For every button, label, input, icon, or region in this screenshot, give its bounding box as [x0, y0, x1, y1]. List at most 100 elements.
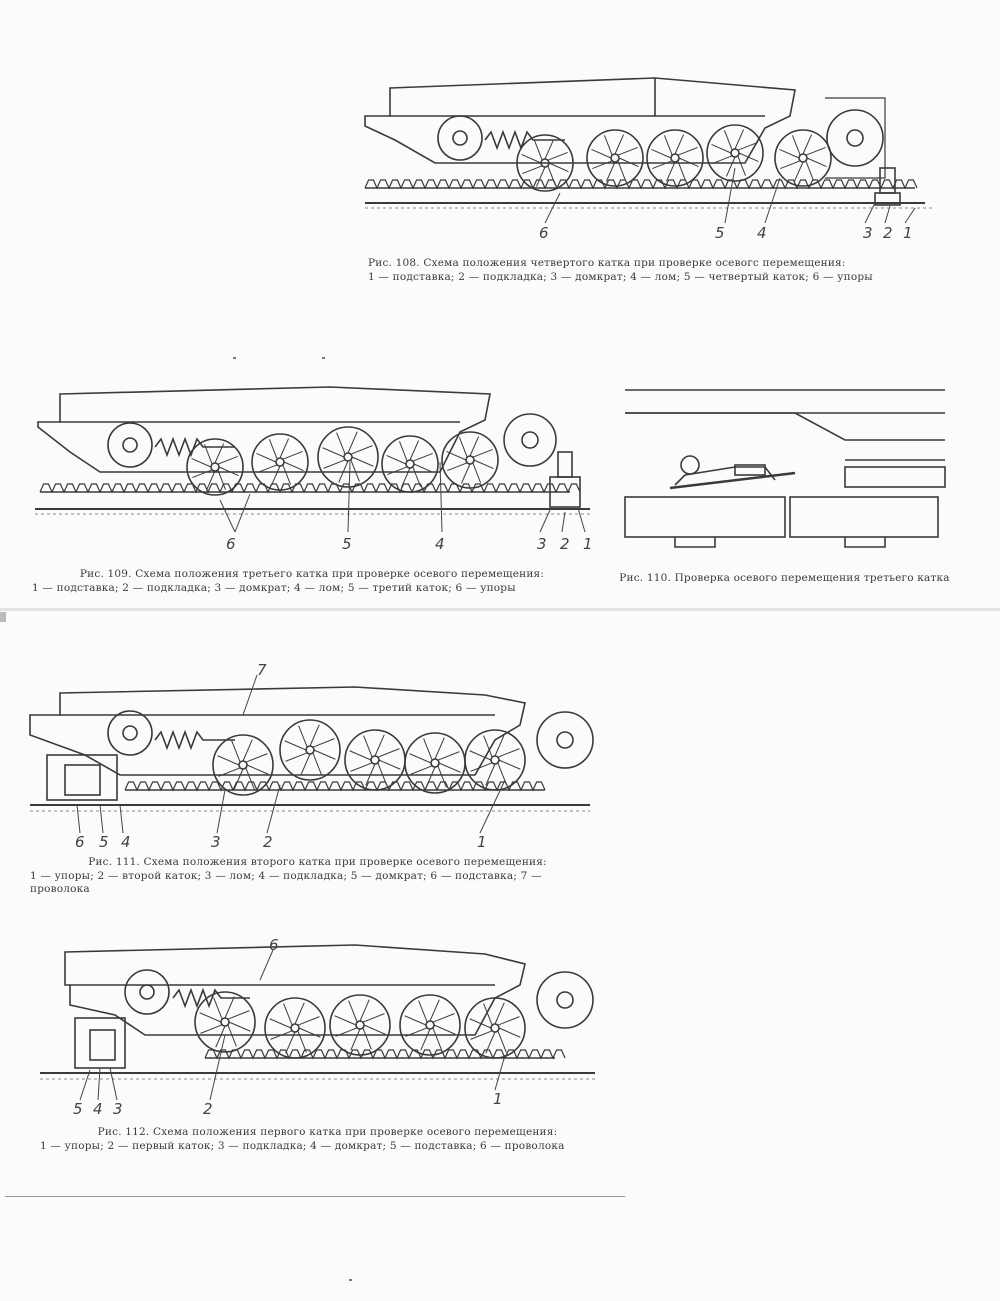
fig112-label-1: 1 — [493, 1090, 503, 1108]
fig108-label-1: 1 — [903, 224, 913, 242]
wheel-hub — [490, 1023, 500, 1033]
figure-108-drawing — [364, 77, 935, 224]
figure-112: 6 5 4 3 2 1 — [35, 936, 615, 1120]
wheel-spokes — [591, 134, 639, 182]
figure-109: 6 5 4 3 2 1 — [30, 382, 610, 557]
track-teeth — [39, 483, 581, 494]
fig112-caption-title: Рис. 112. Схема положения первого катка … — [97, 1126, 558, 1138]
fig109-label-4: 4 — [435, 535, 445, 553]
wheel-spokes — [409, 737, 461, 789]
figure-109-drawing — [35, 386, 590, 533]
track-teeth — [124, 781, 546, 792]
road-wheel — [251, 433, 309, 491]
fig108-caption-title: Рис. 108. Схема положения четвертого кат… — [368, 257, 846, 269]
wheel-spokes — [269, 1002, 321, 1054]
wheel-hub — [355, 1020, 365, 1030]
figure-108: 6 5 4 3 2 1 — [325, 68, 945, 248]
wheel-hub — [210, 462, 220, 472]
wheel-spokes — [711, 129, 759, 177]
fig111-label-4: 4 — [121, 833, 131, 851]
road-wheel — [586, 129, 644, 187]
road-wheel — [344, 729, 406, 791]
fig112-label-2: 2 — [203, 1100, 213, 1118]
fig109-label-1: 1 — [583, 535, 593, 553]
wheel-hub — [490, 755, 500, 765]
wheel-hub — [798, 153, 808, 163]
road-wheel — [441, 431, 499, 489]
scan-band-rule — [0, 608, 1000, 611]
road-wheel — [317, 426, 379, 488]
fig112-label-3: 3 — [113, 1100, 123, 1118]
road-wheel — [516, 134, 574, 192]
road-wheel — [646, 129, 704, 187]
road-wheel — [194, 991, 256, 1053]
fig109-caption-title: Рис. 109. Схема положения третьего катка… — [79, 568, 545, 580]
wheel-hub — [730, 148, 740, 158]
road-wheel — [464, 729, 526, 791]
fig108-label-3: 3 — [863, 224, 873, 242]
road-wheel — [404, 732, 466, 794]
wheel-hub — [425, 1020, 435, 1030]
wheel-hub — [220, 1017, 230, 1027]
fig108-label-6: 6 — [539, 224, 549, 242]
wheel-spokes — [199, 996, 251, 1048]
fig112-label-5: 5 — [73, 1100, 83, 1118]
wheel-spokes — [469, 1002, 521, 1054]
wheel-spokes — [322, 431, 374, 483]
fig108-label-4: 4 — [757, 224, 767, 242]
scan-dot — [233, 357, 236, 359]
wheel-hub — [465, 455, 475, 465]
wheel-spokes — [404, 999, 456, 1051]
fig108-label-2: 2 — [883, 224, 893, 242]
track-teeth — [204, 1049, 566, 1060]
fig109-label-2: 2 — [560, 535, 570, 553]
road-wheel — [264, 997, 326, 1059]
wheel-hub — [370, 755, 380, 765]
fig112-label-6: 6 — [269, 936, 279, 954]
fig111-label-2: 2 — [263, 833, 273, 851]
wheel-hub — [290, 1023, 300, 1033]
wheel-spokes — [256, 438, 304, 486]
scan-dot — [349, 1279, 352, 1281]
fig109-label-3: 3 — [537, 535, 547, 553]
fig110-caption-title: Рис. 110. Проверка осевого перемещения т… — [619, 572, 950, 584]
wheel-hub — [610, 153, 620, 163]
road-wheel — [279, 719, 341, 781]
road-wheel — [706, 124, 764, 182]
road-wheel — [464, 997, 526, 1059]
wheel-hub — [238, 760, 248, 770]
wheel-spokes — [217, 739, 269, 791]
figure-111-caption: Рис. 111. Схема положения второго катка … — [30, 856, 605, 897]
fig109-label-5: 5 — [342, 535, 352, 553]
wheel-spokes — [284, 724, 336, 776]
figure-110-drawing — [624, 389, 946, 548]
figure-110-caption: Рис. 110. Проверка осевого перемещения т… — [612, 572, 957, 586]
fig111-label-7: 7 — [257, 661, 267, 679]
fig109-caption-legend: 1 — подставка; 2 — подкладка; 3 — домкра… — [32, 581, 516, 594]
fig111-label-5: 5 — [99, 833, 109, 851]
road-wheel — [774, 129, 832, 187]
page-divider-rule — [5, 1196, 625, 1197]
wheel-spokes — [191, 443, 239, 491]
wheel-spokes — [446, 436, 494, 484]
figure-112-caption: Рис. 112. Схема положения первого катка … — [40, 1126, 615, 1153]
wheel-hub — [430, 758, 440, 768]
fig111-label-1: 1 — [477, 833, 487, 851]
fig111-label-6: 6 — [75, 833, 85, 851]
figure-108-caption: Рис. 108. Схема положения четвертого кат… — [368, 257, 948, 284]
figure-111-drawing — [29, 674, 594, 834]
fig112-label-4: 4 — [93, 1100, 103, 1118]
figure-111: 7 6 5 4 3 2 1 — [25, 661, 605, 851]
wheel-spokes — [386, 440, 434, 488]
figure-109-caption: Рис. 109. Схема положения третьего катка… — [32, 568, 592, 595]
road-wheel — [212, 734, 274, 796]
road-wheel — [329, 994, 391, 1056]
wheel-hub — [305, 745, 315, 755]
fig108-label-5: 5 — [715, 224, 725, 242]
figure-110 — [615, 385, 955, 555]
wheel-hub — [343, 452, 353, 462]
wheel-spokes — [651, 134, 699, 182]
wheel-spokes — [349, 734, 401, 786]
wheel-hub — [670, 153, 680, 163]
fig111-caption-title: Рис. 111. Схема положения второго катка … — [88, 856, 547, 868]
